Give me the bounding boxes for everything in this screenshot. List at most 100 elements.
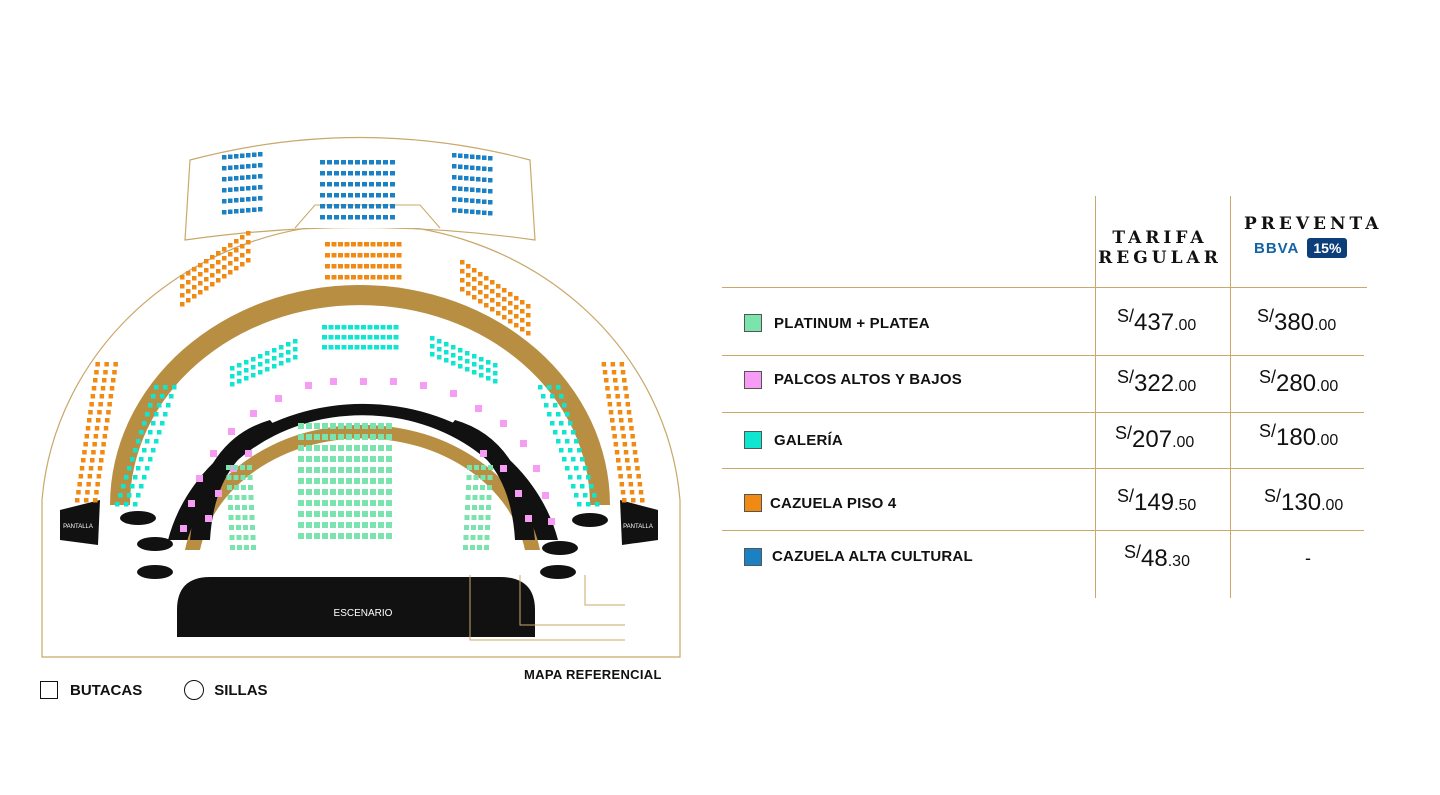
seat-cazuela[interactable] (396, 264, 402, 269)
seat-cazuela[interactable] (514, 314, 519, 319)
seat-cazuela[interactable] (460, 278, 465, 283)
seat-platea[interactable] (314, 500, 320, 506)
seat-cazuela[interactable] (84, 498, 89, 503)
seat-cultural[interactable] (348, 193, 353, 198)
seat-cultural[interactable] (464, 187, 469, 192)
seat-cazuela[interactable] (364, 264, 369, 269)
seat-galeria[interactable] (374, 335, 379, 340)
seat-cazuela[interactable] (628, 418, 633, 423)
seat-platea[interactable] (226, 465, 231, 470)
seat-platea[interactable] (346, 533, 352, 539)
seat-cultural[interactable] (320, 204, 325, 209)
seat-platea[interactable] (471, 525, 476, 530)
seat-cultural[interactable] (327, 193, 332, 198)
seat-galeria[interactable] (586, 475, 591, 480)
seat-cultural[interactable] (240, 164, 245, 170)
seat-galeria[interactable] (354, 325, 360, 330)
seat-cultural[interactable] (458, 197, 463, 203)
seat-cazuela[interactable] (344, 264, 350, 269)
seat-platea[interactable] (249, 505, 254, 510)
seat-platea[interactable] (249, 515, 255, 520)
seat-platea[interactable] (477, 535, 483, 540)
seat-galeria[interactable] (361, 325, 366, 330)
seat-cultural[interactable] (458, 175, 463, 181)
seat-cultural[interactable] (482, 210, 487, 216)
seat-cazuela[interactable] (112, 370, 117, 375)
seat-galeria[interactable] (151, 394, 156, 399)
seat-cazuela[interactable] (113, 362, 118, 367)
seat-cazuela[interactable] (240, 244, 245, 249)
seat-galeria[interactable] (142, 475, 147, 480)
seat-cultural[interactable] (222, 166, 227, 171)
seat-palco[interactable] (548, 518, 555, 525)
seat-galeria[interactable] (374, 325, 379, 330)
seat-galeria[interactable] (541, 394, 546, 399)
seat-platea[interactable] (485, 525, 490, 530)
seat-cultural[interactable] (348, 160, 353, 165)
seat-platea[interactable] (330, 478, 336, 484)
seat-cazuela[interactable] (614, 450, 620, 455)
seat-platea[interactable] (241, 495, 247, 500)
seat-cazuela[interactable] (325, 264, 330, 269)
seat-galeria[interactable] (322, 345, 327, 350)
seat-palco[interactable] (500, 465, 507, 472)
seat-platea[interactable] (346, 423, 352, 429)
seat-platea[interactable] (386, 478, 392, 484)
seat-cultural[interactable] (482, 166, 487, 172)
seat-galeria[interactable] (279, 361, 284, 366)
seat-cultural[interactable] (482, 155, 487, 161)
seat-cazuela[interactable] (632, 450, 638, 455)
seat-platea[interactable] (322, 434, 328, 440)
seat-galeria[interactable] (387, 325, 392, 330)
seat-galeria[interactable] (479, 365, 484, 370)
seat-galeria[interactable] (361, 335, 366, 340)
seat-galeria[interactable] (293, 347, 298, 352)
seat-platea[interactable] (386, 533, 392, 539)
seat-cazuela[interactable] (325, 253, 330, 258)
seat-cazuela[interactable] (246, 258, 251, 263)
seat-cazuela[interactable] (390, 253, 395, 258)
seat-platea[interactable] (354, 434, 360, 440)
seat-cultural[interactable] (383, 182, 388, 187)
seat-platea[interactable] (306, 434, 312, 440)
seat-cazuela[interactable] (204, 286, 209, 291)
seat-cazuela[interactable] (331, 264, 337, 269)
seat-platea[interactable] (386, 489, 392, 495)
seat-cultural[interactable] (482, 177, 487, 183)
seat-cazuela[interactable] (478, 281, 483, 286)
seat-galeria[interactable] (387, 345, 392, 350)
seat-cultural[interactable] (355, 215, 360, 220)
seat-cazuela[interactable] (616, 458, 621, 463)
seat-galeria[interactable] (361, 345, 366, 350)
seat-cultural[interactable] (476, 199, 481, 204)
seat-galeria[interactable] (142, 421, 147, 426)
seat-cultural[interactable] (470, 198, 475, 204)
seat-cultural[interactable] (369, 215, 374, 220)
seat-cultural[interactable] (348, 215, 353, 220)
seat-cazuela[interactable] (610, 418, 615, 423)
seat-galeria[interactable] (265, 351, 270, 356)
seat-platea[interactable] (330, 467, 336, 473)
seat-palco[interactable] (525, 515, 532, 522)
seat-cazuela[interactable] (89, 402, 94, 407)
seat-cazuela[interactable] (502, 315, 507, 320)
seat-platea[interactable] (386, 445, 392, 451)
seat-platea[interactable] (330, 533, 336, 539)
seat-cazuela[interactable] (484, 276, 489, 281)
seat-platea[interactable] (465, 495, 471, 500)
seat-platea[interactable] (354, 467, 360, 473)
seat-cazuela[interactable] (622, 378, 627, 383)
seat-cultural[interactable] (334, 215, 339, 220)
seat-cazuela[interactable] (357, 264, 363, 269)
seat-galeria[interactable] (574, 439, 579, 444)
seat-platea[interactable] (298, 445, 304, 451)
seat-cultural[interactable] (383, 160, 388, 165)
seat-cazuela[interactable] (93, 434, 99, 439)
seat-cazuela[interactable] (344, 275, 350, 280)
seat-cazuela[interactable] (502, 288, 507, 293)
seat-palco[interactable] (420, 382, 427, 389)
seat-platea[interactable] (486, 495, 492, 500)
seat-galeria[interactable] (136, 439, 141, 444)
seat-cazuela[interactable] (620, 490, 626, 495)
seat-cazuela[interactable] (508, 319, 513, 324)
